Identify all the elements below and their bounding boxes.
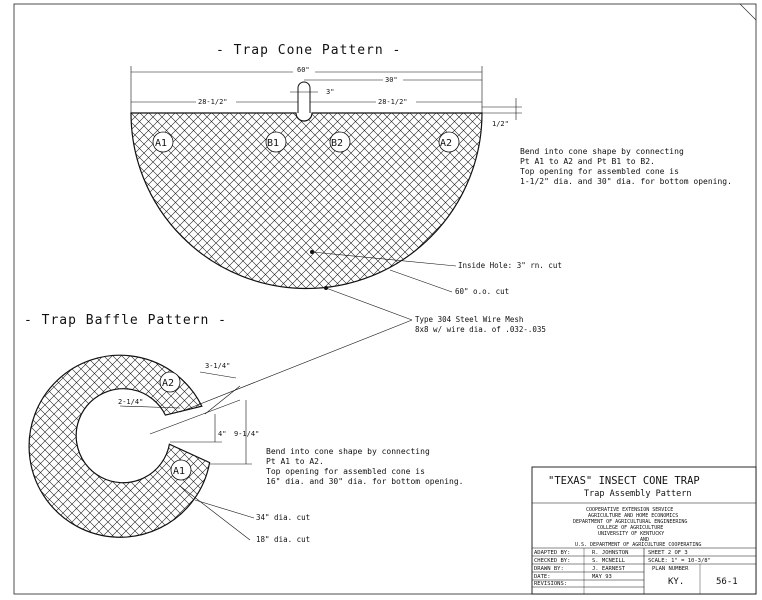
sheet-border: [13, 3, 757, 595]
svg-text:Pt A1 to A2.: Pt A1 to A2.: [266, 457, 324, 466]
dim-3: 3": [290, 88, 334, 96]
titleblock-subtitle: Trap Assembly Pattern: [584, 489, 691, 499]
svg-text:Pt A1 to A2 and Pt B1 to B2.: Pt A1 to A2 and Pt B1 to B2.: [520, 157, 655, 166]
svg-text:B1: B1: [267, 138, 279, 149]
leader-inside-hole: [311, 251, 457, 267]
svg-text:2-1/4": 2-1/4": [118, 398, 143, 406]
svg-text:COLLEGE OF AGRICULTURE: COLLEGE OF AGRICULTURE: [597, 525, 663, 531]
cone-point-a2: A2: [438, 131, 460, 153]
titleblock-sheet: SHEET 2 OF 3: [648, 550, 688, 556]
svg-text:1/2": 1/2": [492, 120, 509, 128]
dim-28-right: 28-1/2": [310, 96, 482, 106]
titleblock-scale: SCALE: 1" = 10-3/8": [648, 558, 711, 564]
titleblock-org: COOPERATIVE EXTENSION SERVICE AGRICULTUR…: [573, 507, 701, 548]
dim-9-1-4: 9-1/4": [210, 400, 259, 465]
svg-text:3-1/4": 3-1/4": [205, 362, 230, 370]
baffle-point-a2: A2: [159, 371, 181, 393]
outer-cut-label: 60" o.o. cut: [455, 287, 509, 296]
svg-text:60": 60": [297, 66, 310, 74]
svg-text:9-1/4": 9-1/4": [234, 430, 259, 438]
dim-3-1-4: 3-1/4": [199, 362, 241, 415]
svg-text:U.S. DEPARTMENT OF AGRICULTURE: U.S. DEPARTMENT OF AGRICULTURE COOPERATI…: [575, 542, 701, 548]
svg-text:S. MCNEILL: S. MCNEILL: [592, 558, 626, 564]
svg-text:Bend into cone shape by connec: Bend into cone shape by connecting: [266, 447, 430, 456]
svg-text:R. JOHNSTON: R. JOHNSTON: [592, 550, 628, 556]
svg-text:Top opening for assembled cone: Top opening for assembled cone is: [520, 167, 679, 176]
svg-text:A1: A1: [155, 138, 167, 149]
leader-mesh: [325, 287, 413, 321]
svg-text:16" dia. and 30" dia. for bott: 16" dia. and 30" dia. for bottom opening…: [266, 477, 463, 486]
svg-text:J. EARNEST: J. EARNEST: [592, 566, 626, 572]
svg-text:AND: AND: [640, 537, 649, 543]
titleblock-adapted-by: ADAPTED BY: R. JOHNSTON: [534, 550, 628, 556]
svg-text:CHECKED BY:: CHECKED BY:: [534, 558, 570, 564]
svg-text:30": 30": [385, 76, 398, 84]
titleblock-plan-state: KY.: [668, 577, 684, 587]
cone-pattern-shape: [130, 112, 483, 290]
svg-text:Bend into cone shape by connec: Bend into cone shape by connecting: [520, 147, 684, 156]
inside-hole-label: Inside Hole: 3" rn. cut: [458, 261, 562, 270]
baffle-note: Bend into cone shape by connecting Pt A1…: [266, 447, 463, 486]
svg-text:AGRICULTURE AND HOME ECONOMICS: AGRICULTURE AND HOME ECONOMICS: [588, 513, 678, 519]
svg-text:REVISIONS:: REVISIONS:: [534, 581, 567, 587]
svg-text:28-1/2": 28-1/2": [378, 98, 408, 106]
cone-point-b2: B2: [329, 131, 351, 153]
leader-outer-cut: [389, 269, 453, 293]
svg-text:UNIVERSITY OF KENTUCKY: UNIVERSITY OF KENTUCKY: [598, 531, 664, 537]
svg-text:1-1/2" dia. and 30" dia. for b: 1-1/2" dia. and 30" dia. for bottom open…: [520, 177, 732, 186]
svg-text:DATE:: DATE:: [534, 574, 551, 580]
svg-text:A2: A2: [440, 138, 452, 149]
svg-text:MAY 93: MAY 93: [592, 574, 612, 580]
svg-text:A2: A2: [162, 378, 174, 389]
svg-text:B2: B2: [331, 138, 343, 149]
dim-2-1-4: 2-1/4": [118, 398, 241, 435]
svg-text:3": 3": [326, 88, 334, 96]
svg-text:A1: A1: [173, 466, 185, 477]
svg-text:Top opening for assembled cone: Top opening for assembled cone is: [266, 467, 425, 476]
dim-4: 4": [170, 414, 226, 443]
dim-30: 30": [304, 74, 482, 84]
cone-point-a1: A1: [152, 131, 174, 153]
baffle-pattern-shape: [28, 354, 211, 538]
cone-point-b1: B1: [265, 131, 287, 153]
titleblock-date: DATE: MAY 93: [534, 574, 612, 580]
svg-text:COOPERATIVE EXTENSION SERVICE: COOPERATIVE EXTENSION SERVICE: [586, 507, 673, 513]
dim-half: 1/2": [482, 98, 522, 128]
cone-slot: [297, 81, 311, 113]
dim-28-left: 28-1/2": [131, 96, 298, 106]
title-block: [531, 466, 757, 595]
svg-text:DRAWN BY:: DRAWN BY:: [534, 566, 564, 572]
leader-cut-18: [179, 485, 251, 541]
baffle-title: - Trap Baffle Pattern -: [24, 313, 227, 328]
svg-text:ADAPTED BY:: ADAPTED BY:: [534, 550, 570, 556]
cone-title: - Trap Cone Pattern -: [216, 43, 401, 58]
titleblock-plan-number: 56-1: [716, 577, 738, 587]
svg-text:8x8 w/ wire dia. of .032-.035: 8x8 w/ wire dia. of .032-.035: [415, 325, 546, 334]
titleblock-checked-by: CHECKED BY: S. MCNEILL: [534, 558, 626, 564]
cut-34-label: 34" dia. cut: [256, 513, 310, 522]
titleblock-title: "TEXAS" INSECT CONE TRAP: [548, 475, 700, 487]
cut-18-label: 18" dia. cut: [256, 535, 310, 544]
baffle-point-a1: A1: [170, 459, 192, 481]
leader-cut-34: [194, 499, 255, 519]
titleblock-revisions: REVISIONS:: [534, 581, 567, 587]
svg-text:4": 4": [218, 430, 226, 438]
svg-text:Type 304 Steel Wire Mesh: Type 304 Steel Wire Mesh: [415, 315, 523, 324]
svg-text:28-1/2": 28-1/2": [198, 98, 228, 106]
dim-60: 60": [130, 64, 483, 113]
svg-text:DEPARTMENT OF AGRICULTURAL ENG: DEPARTMENT OF AGRICULTURAL ENGINEERING: [573, 519, 687, 525]
titleblock-drawn-by: DRAWN BY: J. EARNEST: [534, 566, 626, 572]
mesh-label: Type 304 Steel Wire Mesh 8x8 w/ wire dia…: [415, 315, 546, 334]
cone-note: Bend into cone shape by connecting Pt A1…: [520, 147, 732, 186]
titleblock-plan-label: PLAN NUMBER: [652, 566, 689, 572]
